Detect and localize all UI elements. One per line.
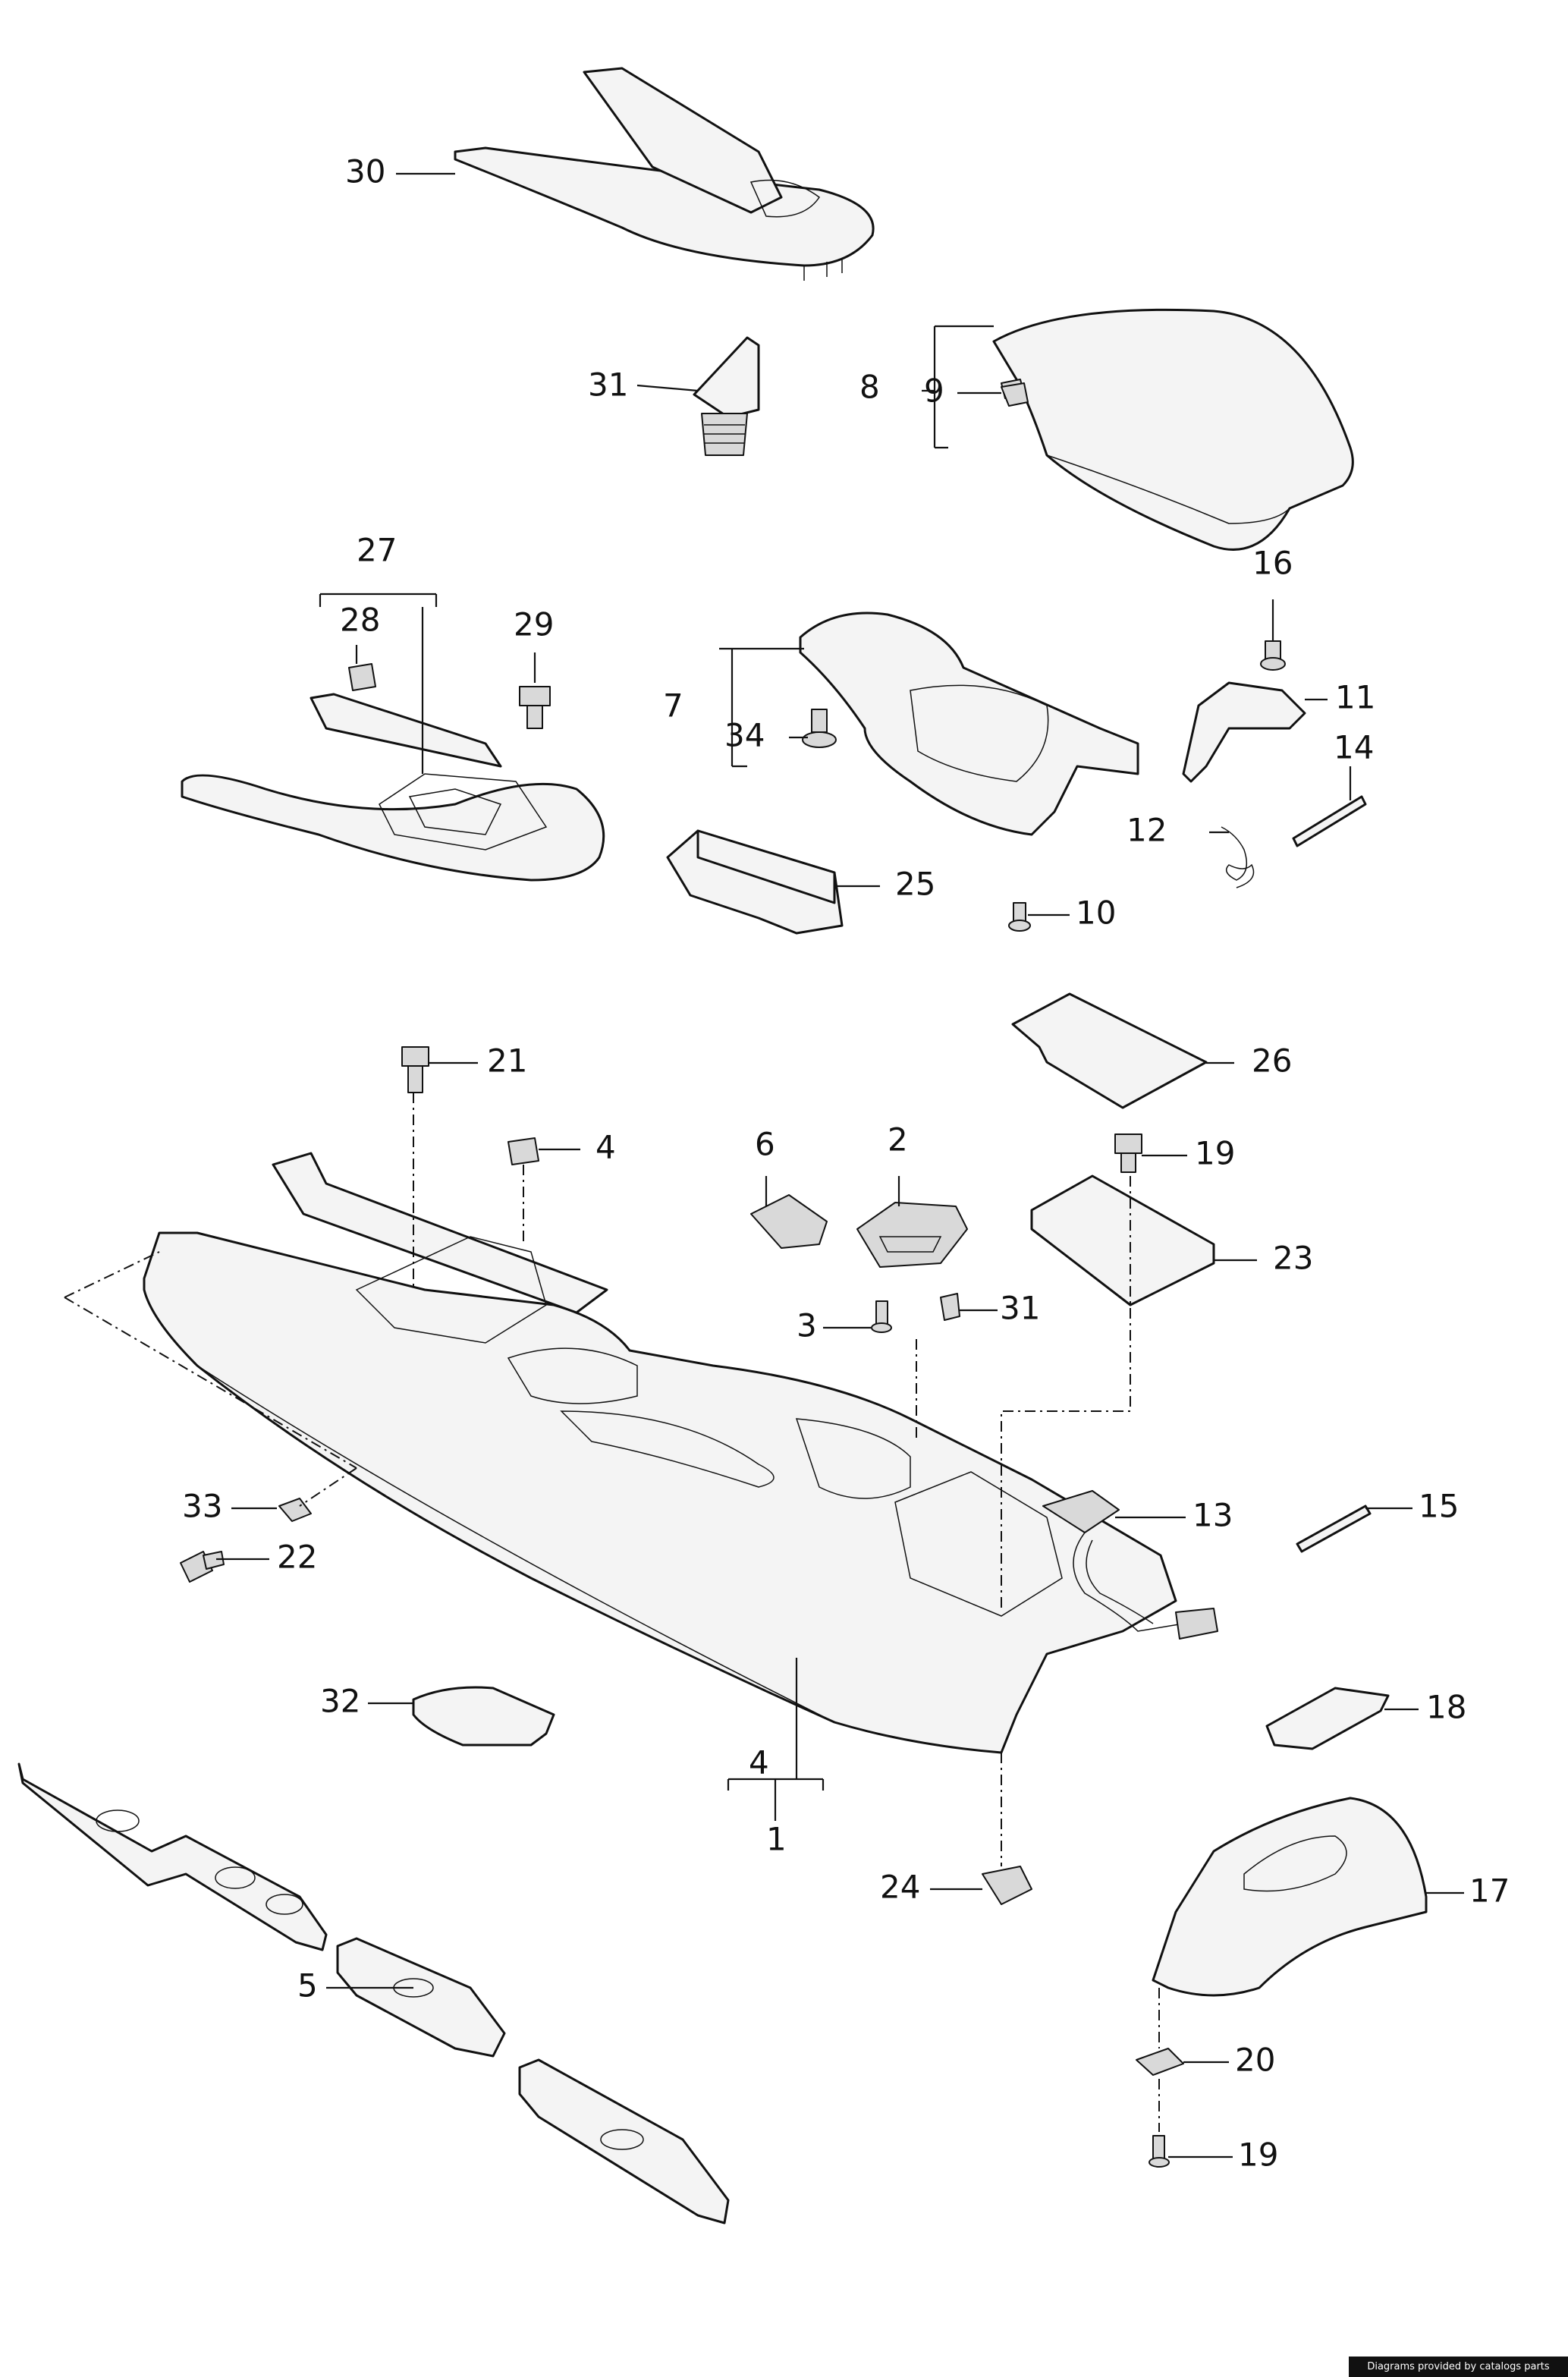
callout-18: 18 [1426, 1689, 1466, 1726]
callout-6: 6 [755, 1126, 775, 1163]
callout-9: 9 [924, 373, 944, 410]
part-5-insulation[interactable] [17, 1762, 730, 2225]
part-14-pin[interactable] [1292, 795, 1367, 847]
part-9-cap[interactable] [1001, 382, 1029, 407]
callout-31-top: 31 [588, 366, 628, 404]
callout-13: 13 [1192, 1497, 1233, 1534]
part-6-switch[interactable] [750, 1194, 828, 1249]
part-25-insert[interactable] [666, 829, 844, 935]
callout-3: 3 [797, 1307, 817, 1344]
part-21-bolt[interactable] [401, 1046, 429, 1093]
callout-33: 33 [182, 1488, 222, 1525]
callout-17: 17 [1469, 1872, 1510, 1910]
callout-11: 11 [1335, 679, 1375, 716]
credit-banner: Diagrams provided by catalogs parts [1349, 2357, 1568, 2377]
callout-20: 20 [1235, 2042, 1275, 2079]
callout-4-top: 4 [595, 1129, 616, 1166]
part-1-center-console[interactable] [143, 1152, 1177, 1754]
callout-10: 10 [1076, 895, 1116, 932]
callout-26: 26 [1252, 1042, 1292, 1080]
callout-1: 1 [766, 1821, 787, 1858]
callout-8: 8 [859, 369, 880, 406]
leader-lines [216, 172, 1464, 2158]
part-26-mat[interactable] [1011, 992, 1208, 1109]
part-2-cover[interactable] [856, 1202, 968, 1268]
part-7-storage-bin[interactable] [799, 612, 1139, 836]
part-8-armrest-lid[interactable] [992, 308, 1354, 551]
part-23-plate[interactable] [1030, 1174, 1215, 1306]
part-31-clip-lower[interactable] [940, 1293, 960, 1321]
part-11-bracket[interactable] [1182, 681, 1306, 783]
callout-4-bottom: 4 [749, 1744, 769, 1781]
part-24-clip[interactable] [982, 1866, 1032, 1905]
part-19-bolt-upper[interactable] [1114, 1133, 1142, 1173]
callout-28: 28 [340, 602, 380, 639]
callout-labels: 30 31 8 9 27 28 29 16 7 34 11 14 12 25 1… [182, 153, 1510, 2174]
part-19-screw-lower[interactable] [1149, 2135, 1170, 2168]
part-18-pad[interactable] [1265, 1687, 1390, 1750]
callout-29: 29 [514, 606, 554, 643]
callout-34: 34 [724, 717, 765, 754]
part-30-upper-trim[interactable] [454, 67, 875, 281]
part-13-cable-bracket[interactable] [1042, 1490, 1218, 1640]
part-4-clip[interactable] [507, 1137, 539, 1165]
callout-27: 27 [357, 532, 397, 569]
part-29-bolt[interactable] [519, 686, 551, 729]
callout-19-lower: 19 [1238, 2136, 1278, 2174]
part-28-clip[interactable] [348, 663, 376, 691]
part-16-screw[interactable] [1260, 640, 1286, 671]
callout-31-mid: 31 [1000, 1290, 1040, 1327]
callout-19-upper: 19 [1195, 1135, 1235, 1172]
callout-30: 30 [345, 153, 385, 190]
part-34-screw[interactable] [802, 709, 837, 748]
callout-16: 16 [1252, 545, 1293, 582]
part-12-spring[interactable] [1221, 826, 1255, 888]
callout-25: 25 [895, 866, 935, 903]
part-3-screw[interactable] [871, 1300, 892, 1333]
part-33-nut[interactable] [278, 1498, 312, 1522]
callout-24: 24 [880, 1869, 920, 1906]
callout-7: 7 [663, 687, 683, 725]
callout-22: 22 [277, 1539, 317, 1576]
part-17-rear-cover[interactable] [1152, 1797, 1428, 1997]
callout-14: 14 [1334, 729, 1374, 766]
part-32-cover[interactable] [412, 1686, 555, 1747]
callout-2: 2 [888, 1121, 908, 1159]
callout-12: 12 [1127, 812, 1167, 849]
callout-5: 5 [297, 1967, 318, 2004]
part-27-console-trim[interactable] [181, 693, 605, 882]
callout-21: 21 [487, 1042, 527, 1080]
part-20-nut[interactable] [1136, 2048, 1184, 2076]
assembly-lines [64, 1093, 1160, 2132]
part-15-pin[interactable] [1296, 1504, 1372, 1553]
part-31-clip[interactable] [693, 336, 760, 456]
callout-32: 32 [320, 1683, 360, 1720]
callout-23: 23 [1273, 1240, 1313, 1277]
part-22-bolt[interactable] [180, 1551, 225, 1583]
part-10-screw[interactable] [1008, 902, 1031, 932]
callout-15: 15 [1419, 1488, 1459, 1525]
